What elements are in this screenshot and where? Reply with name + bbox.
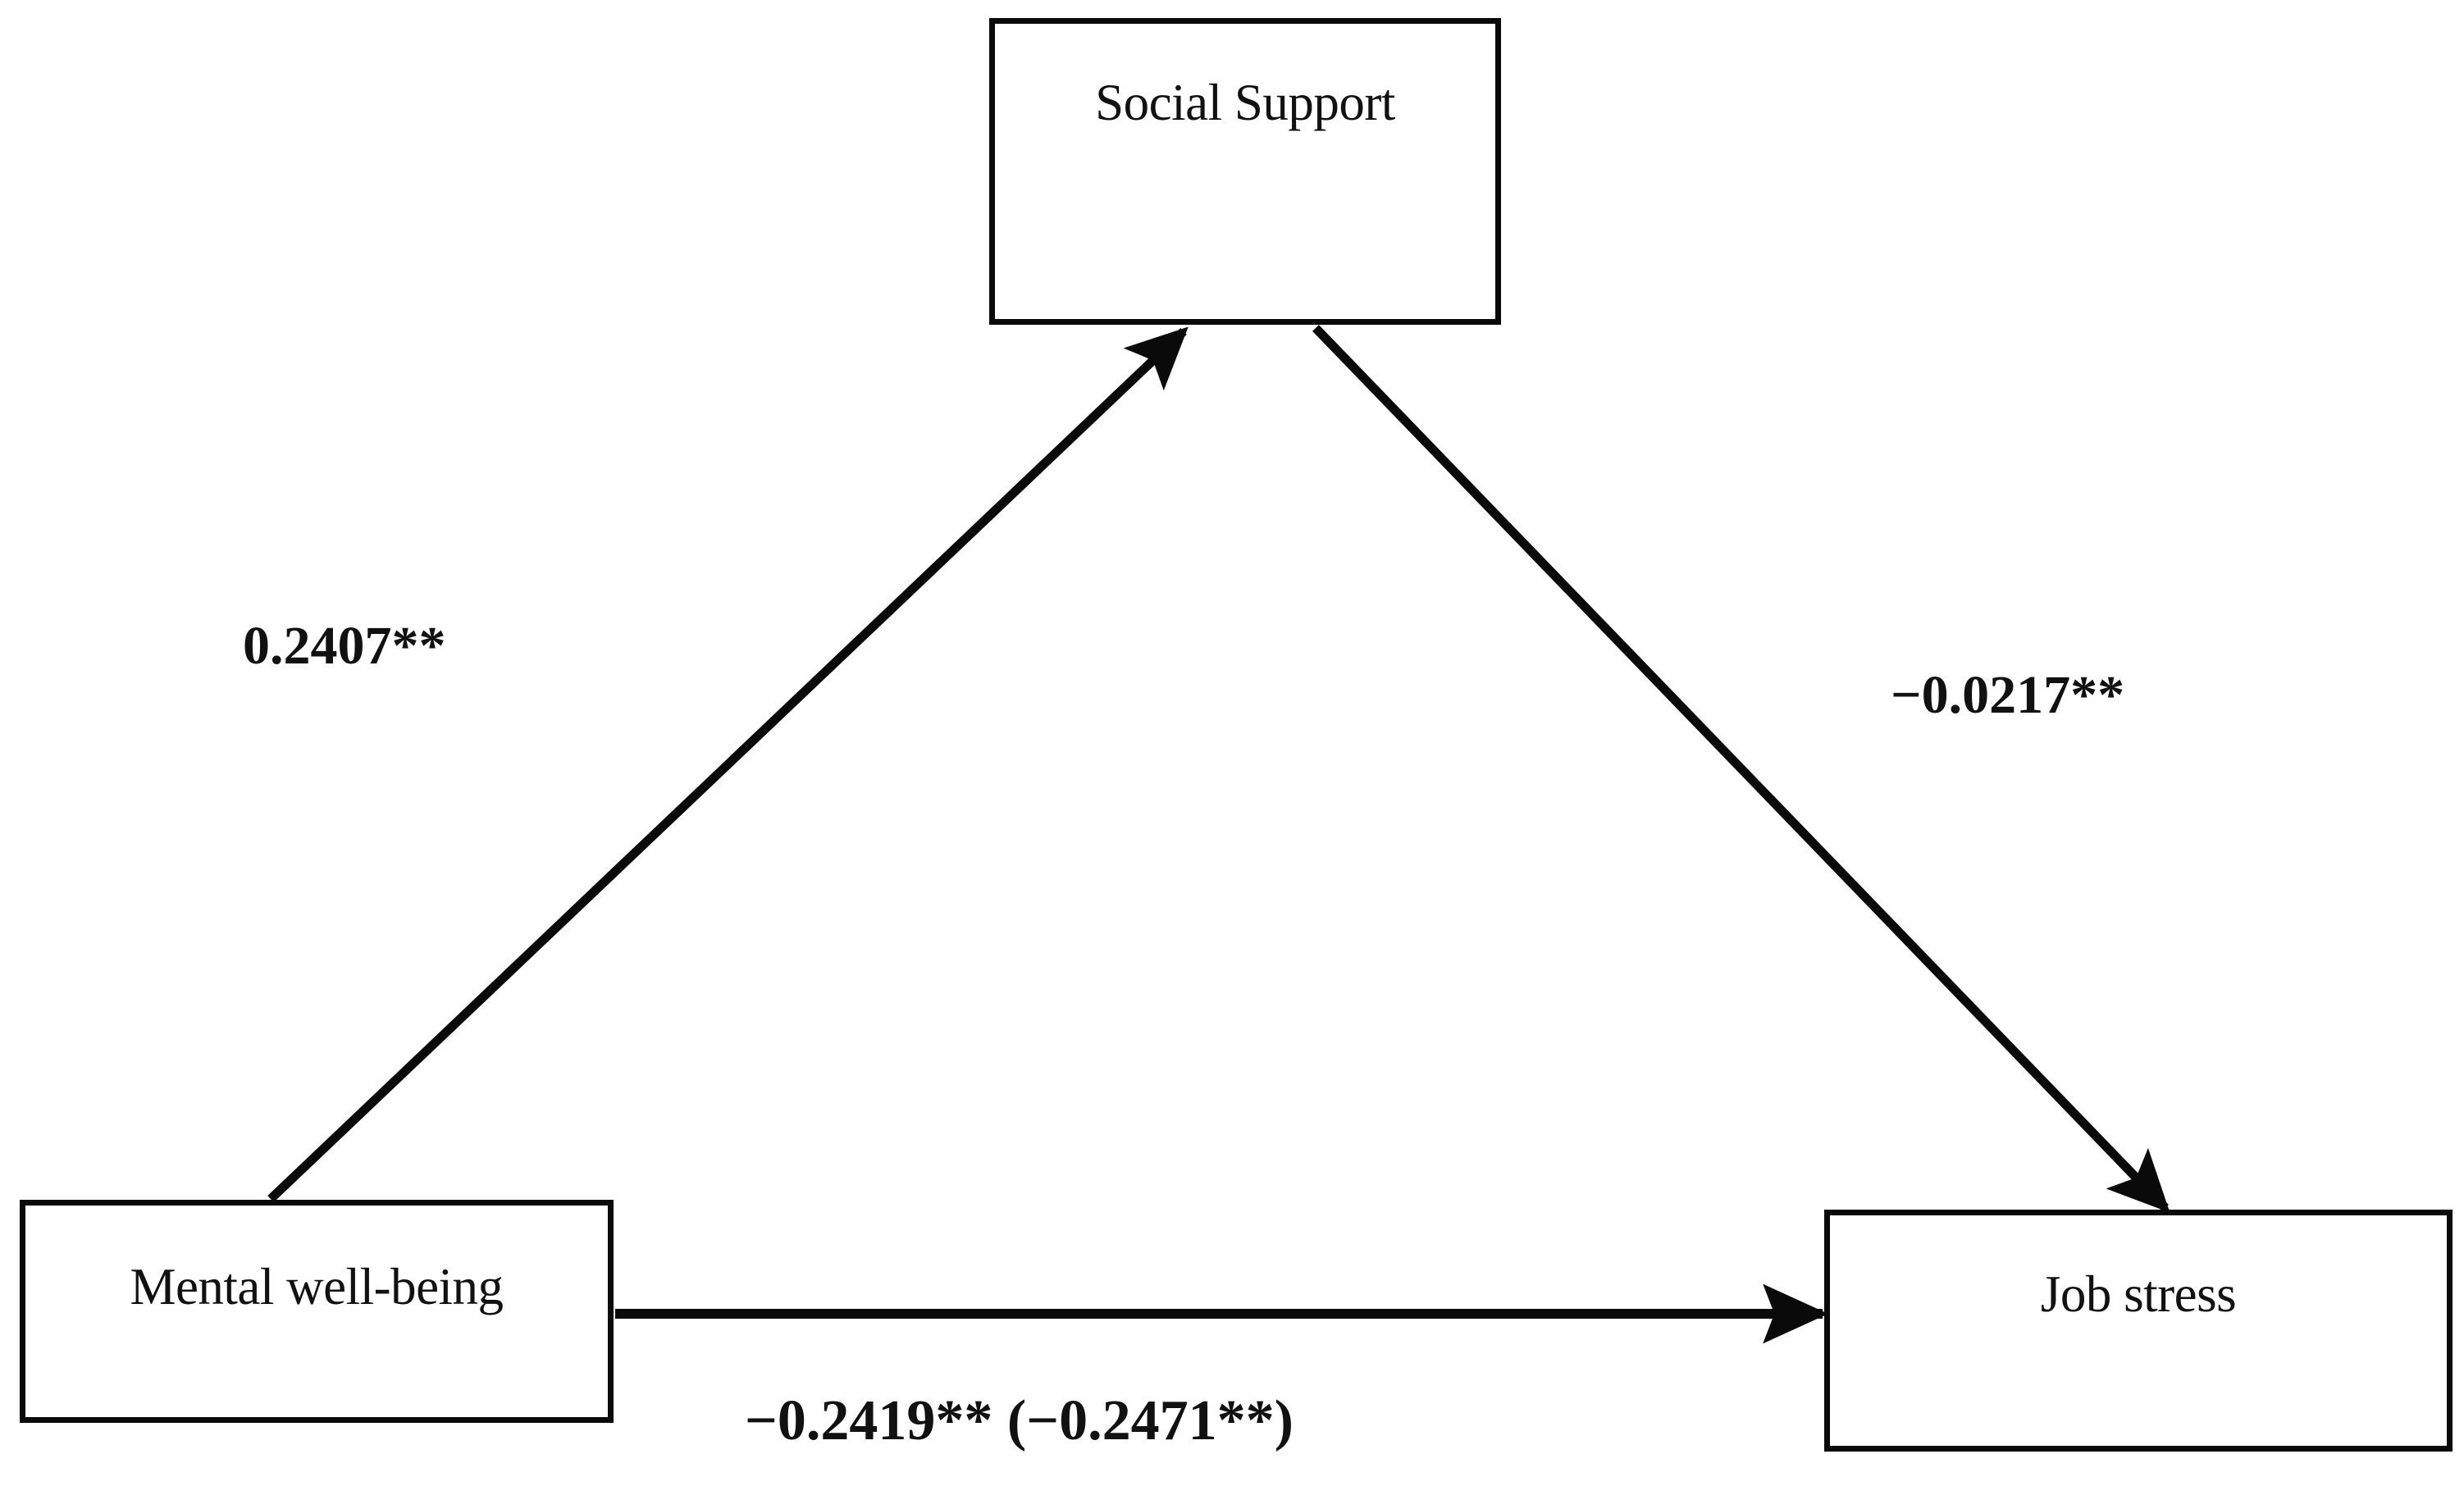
- edge-label-c-path: −0.2419** (−0.2471**): [745, 1389, 1294, 1452]
- edge-label-b-path: −0.0217**: [1891, 665, 2125, 725]
- node-job-stress-label: Job stress: [2040, 1265, 2237, 1323]
- edge-line-b-path: [1312, 325, 2170, 1213]
- node-mental-wellbeing[interactable]: Mental well-being: [20, 1200, 614, 1423]
- node-job-stress[interactable]: Job stress: [1824, 1210, 2453, 1452]
- node-mental-wellbeing-label: Mental well-being: [130, 1257, 504, 1315]
- edge-label-a-path: 0.2407**: [243, 616, 446, 676]
- node-social-support-label: Social Support: [1095, 73, 1395, 131]
- edge-line-a-path: [267, 326, 1189, 1202]
- node-social-support[interactable]: Social Support: [989, 18, 1501, 325]
